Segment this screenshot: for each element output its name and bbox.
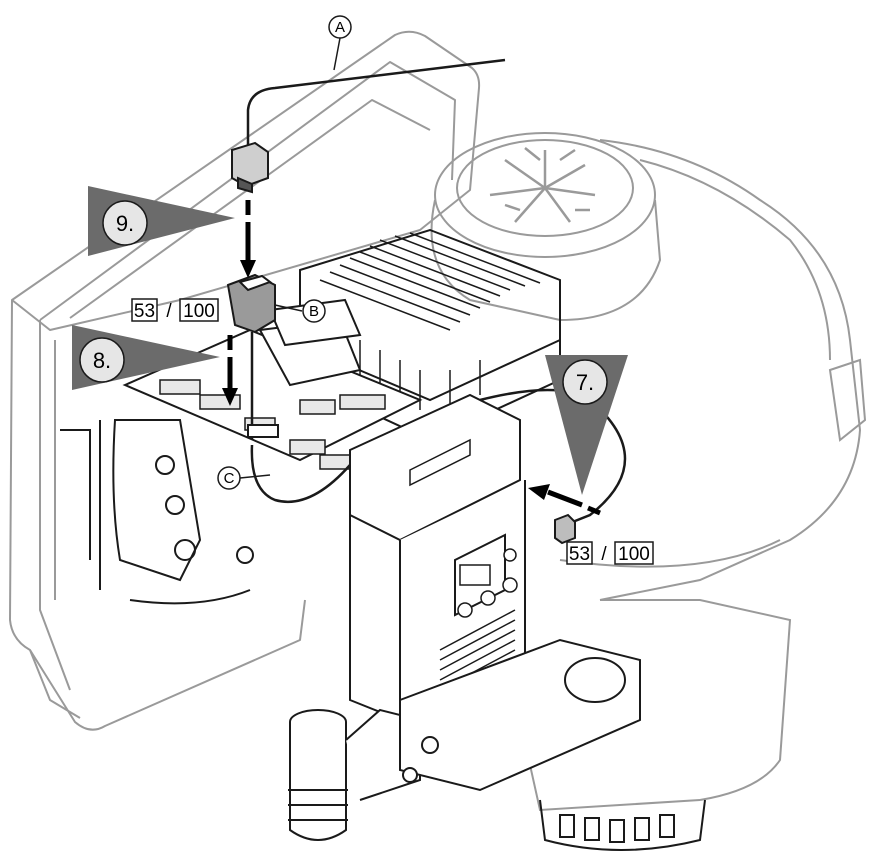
- cable-a: [246, 58, 506, 150]
- plug-7: [554, 513, 576, 545]
- leader-c: [239, 474, 271, 479]
- callout-b: B: [302, 299, 326, 323]
- gas-pipe: [288, 708, 421, 841]
- callout-a: A: [328, 15, 352, 71]
- ref-right-first: 53: [569, 544, 590, 565]
- arrow-9: [240, 200, 256, 278]
- ref-left-sep: /: [166, 301, 172, 322]
- arrow-8: [222, 335, 238, 406]
- connector-b: [226, 273, 276, 334]
- fan-grille: [489, 147, 596, 223]
- ref-right-sep: /: [601, 544, 607, 565]
- ref-left: 53 / 100: [131, 298, 219, 322]
- step-label-9: 9.: [116, 211, 134, 236]
- ref-left-second: 100: [183, 301, 215, 322]
- board-slot: [247, 424, 279, 438]
- callout-b-label: B: [309, 303, 319, 320]
- callout-c: C: [217, 466, 241, 490]
- ref-right: 53 / 100: [566, 541, 654, 565]
- valve-body: [399, 638, 641, 792]
- circuit-board: [122, 328, 423, 462]
- transformer: [258, 298, 362, 387]
- module-display: [459, 564, 491, 586]
- left-mechanism: [60, 419, 254, 605]
- step-badge-7: 7.: [562, 359, 608, 405]
- module-logo-plate: [409, 438, 471, 487]
- module-buttons: [457, 548, 518, 618]
- plug-a: [231, 141, 269, 194]
- burner-tube: [539, 799, 706, 851]
- ref-right-second: 100: [618, 544, 650, 565]
- step-badge-8: 8.: [79, 337, 125, 383]
- heat-sink-fins: [319, 232, 541, 410]
- step-badge-9: 9.: [102, 200, 148, 246]
- callout-c-label: C: [224, 470, 235, 487]
- step-label-8: 8.: [93, 348, 111, 373]
- board-connectors: [159, 379, 386, 470]
- arrow-7: [528, 484, 601, 516]
- mounting-frame: [9, 30, 481, 731]
- callout-a-label: A: [335, 19, 345, 36]
- ref-left-first: 53: [134, 301, 155, 322]
- leader-b: [274, 304, 303, 312]
- step-label-7: 7.: [576, 370, 594, 395]
